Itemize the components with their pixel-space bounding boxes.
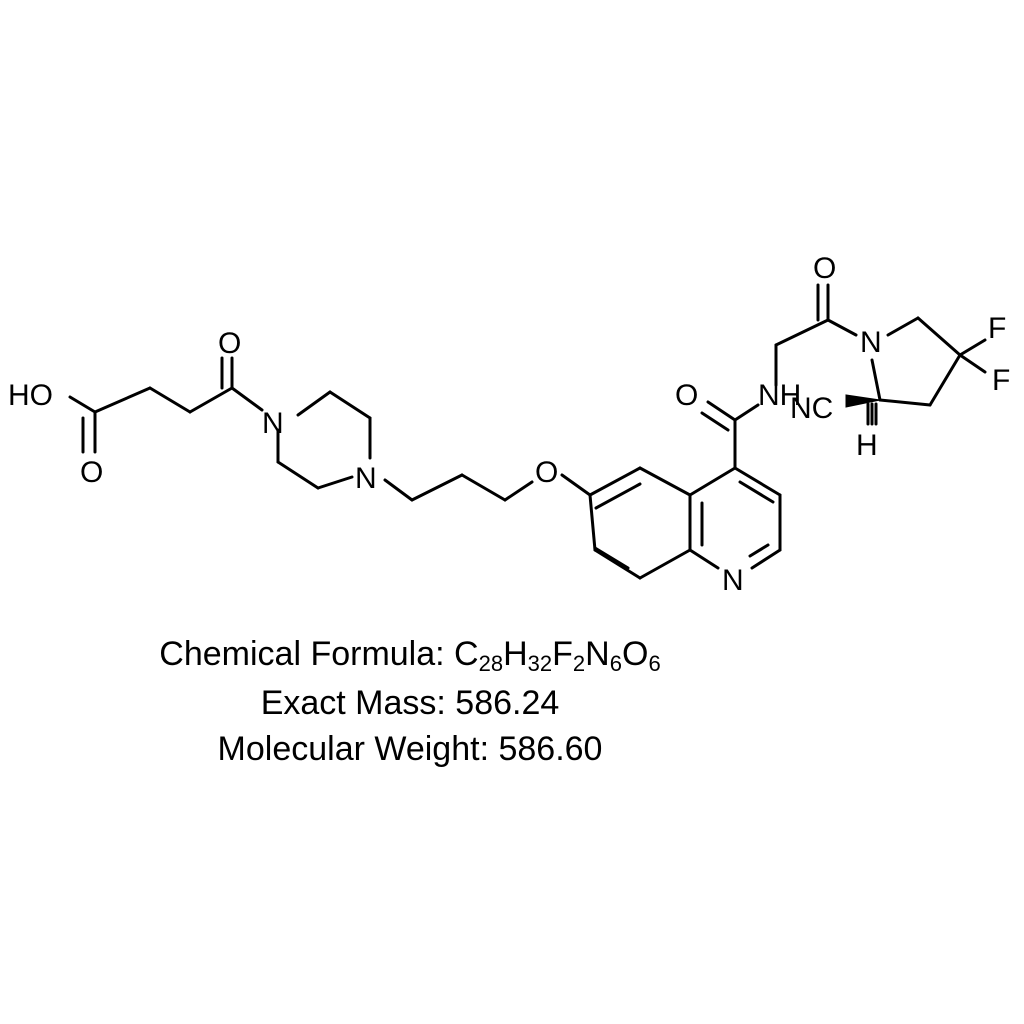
bond-group-amide: [700, 283, 987, 470]
formula-n-o: 6: [648, 651, 661, 676]
atom-label-f2: F: [992, 364, 1010, 397]
atom-label-o-acid: O: [80, 456, 103, 489]
formula-el-c: C: [454, 635, 479, 673]
chemical-formula: Chemical Formula: C28H32F2N6O6: [0, 632, 820, 676]
atom-label-o-ether: O: [535, 456, 558, 489]
atom-label-ho: HO: [8, 379, 53, 412]
atom-label-h: H: [856, 429, 878, 462]
formula-el-f: F: [552, 635, 573, 673]
bond-group-piperazine: [276, 390, 372, 490]
molecular-weight: Molecular Weight: 586.60: [217, 730, 603, 768]
formula-el-h: H: [503, 635, 528, 673]
atom-label-n-piperazine-1: N: [262, 407, 284, 440]
formula-n-n: 6: [609, 651, 622, 676]
exact-mass: Exact Mass: 586.24: [260, 684, 560, 722]
formula-n-f: 2: [572, 651, 586, 676]
formula-el-n: N: [585, 635, 610, 673]
atom-label-o-glycine: O: [813, 252, 836, 285]
formula-n-c: 28: [478, 651, 504, 676]
stereo-wedge: [845, 394, 881, 408]
formula-n-h: 32: [527, 651, 553, 676]
atom-label-nc: NC: [790, 392, 833, 425]
atom-label-o-amide: O: [675, 379, 698, 412]
bond-group-linker: [383, 473, 534, 502]
bond-group-quinoline: [560, 466, 782, 580]
atom-label-f1: F: [988, 312, 1006, 345]
atom-label-n-piperazine-2: N: [355, 462, 377, 495]
atom-label-n-quinoline: N: [722, 564, 744, 597]
atom-label-n-pyrrolidine: N: [860, 326, 882, 359]
formula-label: Chemical Formula:: [159, 635, 455, 673]
atom-label-nh: NH: [758, 379, 801, 412]
bond-group-acid: [68, 356, 264, 454]
formula-el-o: O: [621, 635, 649, 673]
atom-label-o-ketone: O: [218, 327, 241, 360]
